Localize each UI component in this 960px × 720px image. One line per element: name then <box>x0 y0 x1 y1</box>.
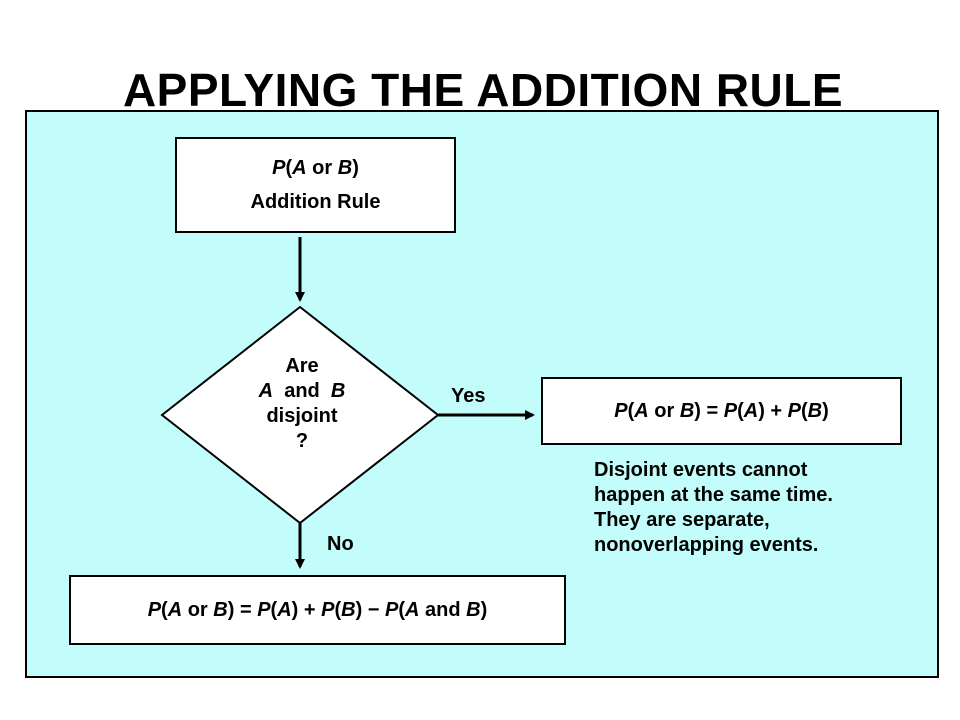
general-formula-box: P(A or B) = P(A) + P(B) − P(A and B) <box>69 575 566 645</box>
general-formula: P(A or B) = P(A) + P(B) − P(A and B) <box>147 598 488 621</box>
note-line: Disjoint events cannot <box>594 459 808 481</box>
note-line: nonoverlapping events. <box>594 534 819 556</box>
disjoint-note: Disjoint events cannot happen at the sam… <box>594 458 934 558</box>
yes-label: Yes <box>451 385 486 407</box>
no-label: No <box>327 533 354 555</box>
addition-rule-formula: P(A or B) <box>272 157 359 179</box>
disjoint-formula: P(A or B) = P(A) + P(B) <box>614 399 829 422</box>
decision-line-4: ? <box>295 430 309 452</box>
decision-text: Are A and B disjoint ? <box>222 354 382 454</box>
note-line: happen at the same time. <box>594 484 833 506</box>
slide-title: APPLYING THE ADDITION RULE <box>122 64 844 116</box>
decision-line-3: disjoint <box>266 405 338 427</box>
decision-line-1: Are <box>285 355 319 377</box>
addition-rule-label: Addition Rule <box>250 191 381 213</box>
decision-line-2: A and B <box>258 380 346 402</box>
addition-rule-box: P(A or B) Addition Rule <box>175 137 456 233</box>
note-line: They are separate, <box>594 509 770 531</box>
disjoint-formula-box: P(A or B) = P(A) + P(B) <box>541 377 902 445</box>
